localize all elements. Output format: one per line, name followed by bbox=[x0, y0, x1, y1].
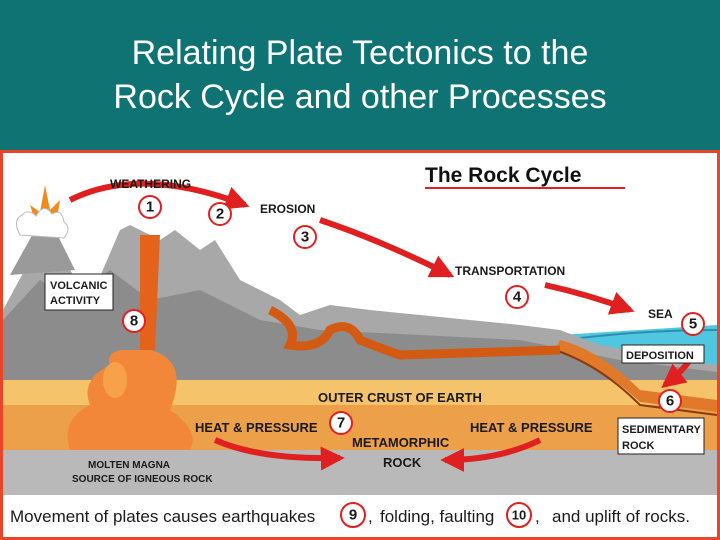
volcanic-box bbox=[44, 273, 114, 311]
step-9: 9 bbox=[340, 502, 366, 528]
diagram-heading: The Rock Cycle bbox=[425, 164, 581, 187]
step-8: 8 bbox=[122, 309, 146, 333]
bottom-sep-2: , bbox=[535, 507, 540, 526]
label-sea: SEA bbox=[648, 307, 673, 321]
mountain-shading bbox=[3, 270, 717, 385]
step-7-number: 7 bbox=[337, 415, 345, 432]
volcano bbox=[10, 230, 75, 275]
river bbox=[267, 305, 561, 360]
step-5: 5 bbox=[681, 312, 705, 336]
label-outer-crust: OUTER CRUST OF EARTH bbox=[318, 390, 482, 405]
bottom-text-earthquakes: Movement of plates causes earthquakes bbox=[10, 507, 315, 526]
slide-title: Relating Plate Tectonics to the Rock Cyc… bbox=[0, 0, 720, 150]
arrow-metamorphic-left bbox=[213, 437, 345, 471]
step-10-number: 10 bbox=[512, 508, 526, 523]
step-4-number: 4 bbox=[513, 289, 522, 306]
step-3-number: 3 bbox=[301, 229, 309, 246]
step-3: 3 bbox=[293, 225, 317, 249]
arrow-transport bbox=[544, 282, 635, 315]
label-weathering: WEATHERING bbox=[110, 177, 191, 191]
label-metamorphic-1: METAMORPHIC bbox=[352, 435, 450, 450]
magma-blob bbox=[103, 362, 127, 398]
bottom-text-uplift: and uplift of rocks. bbox=[552, 507, 690, 526]
step-9-number: 9 bbox=[349, 507, 357, 524]
step-4: 4 bbox=[505, 285, 529, 309]
mantle bbox=[3, 450, 717, 495]
sedimentary-box bbox=[617, 417, 705, 455]
arrow-erosion bbox=[319, 217, 455, 278]
step-8-number: 8 bbox=[130, 313, 138, 330]
label-transportation: TRANSPORTATION bbox=[455, 264, 565, 278]
deposition-box bbox=[621, 344, 705, 364]
bottom-sep-1: , bbox=[368, 507, 373, 526]
step-1: 1 bbox=[138, 195, 162, 219]
label-deposition: DEPOSITION bbox=[626, 350, 694, 362]
label-sedimentary-1: SEDIMENTARY bbox=[622, 424, 702, 436]
slide-title-line-2: Rock Cycle and other Processes bbox=[113, 78, 607, 116]
bottom-text-folding: folding, faulting bbox=[380, 507, 494, 526]
magma-chamber bbox=[67, 235, 193, 450]
step-2: 2 bbox=[208, 202, 232, 226]
step-6-number: 6 bbox=[666, 393, 674, 410]
label-metamorphic-2: ROCK bbox=[383, 455, 422, 470]
label-erosion: EROSION bbox=[260, 202, 315, 216]
slide-title-line-1: Relating Plate Tectonics to the bbox=[131, 34, 589, 72]
label-magma-1: MOLTEN MAGNA bbox=[88, 460, 170, 471]
step-1-number: 1 bbox=[146, 199, 154, 216]
sedimentary-layers bbox=[555, 340, 717, 412]
label-sedimentary-2: ROCK bbox=[622, 440, 654, 452]
label-volcanic-1: VOLCANIC bbox=[50, 280, 108, 292]
step-5-number: 5 bbox=[689, 316, 697, 333]
label-magma-2: SOURCE OF IGNEOUS ROCK bbox=[72, 474, 213, 485]
arrow-weathering bbox=[68, 180, 250, 210]
step-2-number: 2 bbox=[216, 206, 224, 223]
step-6: 6 bbox=[658, 389, 682, 413]
volcano-smoke bbox=[16, 208, 69, 239]
label-heat-pressure-left: HEAT & PRESSURE bbox=[195, 420, 318, 435]
label-heat-pressure-right: HEAT & PRESSURE bbox=[470, 420, 593, 435]
arrow-metamorphic-right bbox=[440, 437, 542, 472]
rock-cycle-diagram: The Rock Cycle WEATHERING EROSION TRANSP… bbox=[0, 150, 720, 540]
step-7: 7 bbox=[329, 411, 353, 435]
label-volcanic-2: ACTIVITY bbox=[50, 295, 101, 307]
step-10: 10 bbox=[506, 502, 532, 528]
